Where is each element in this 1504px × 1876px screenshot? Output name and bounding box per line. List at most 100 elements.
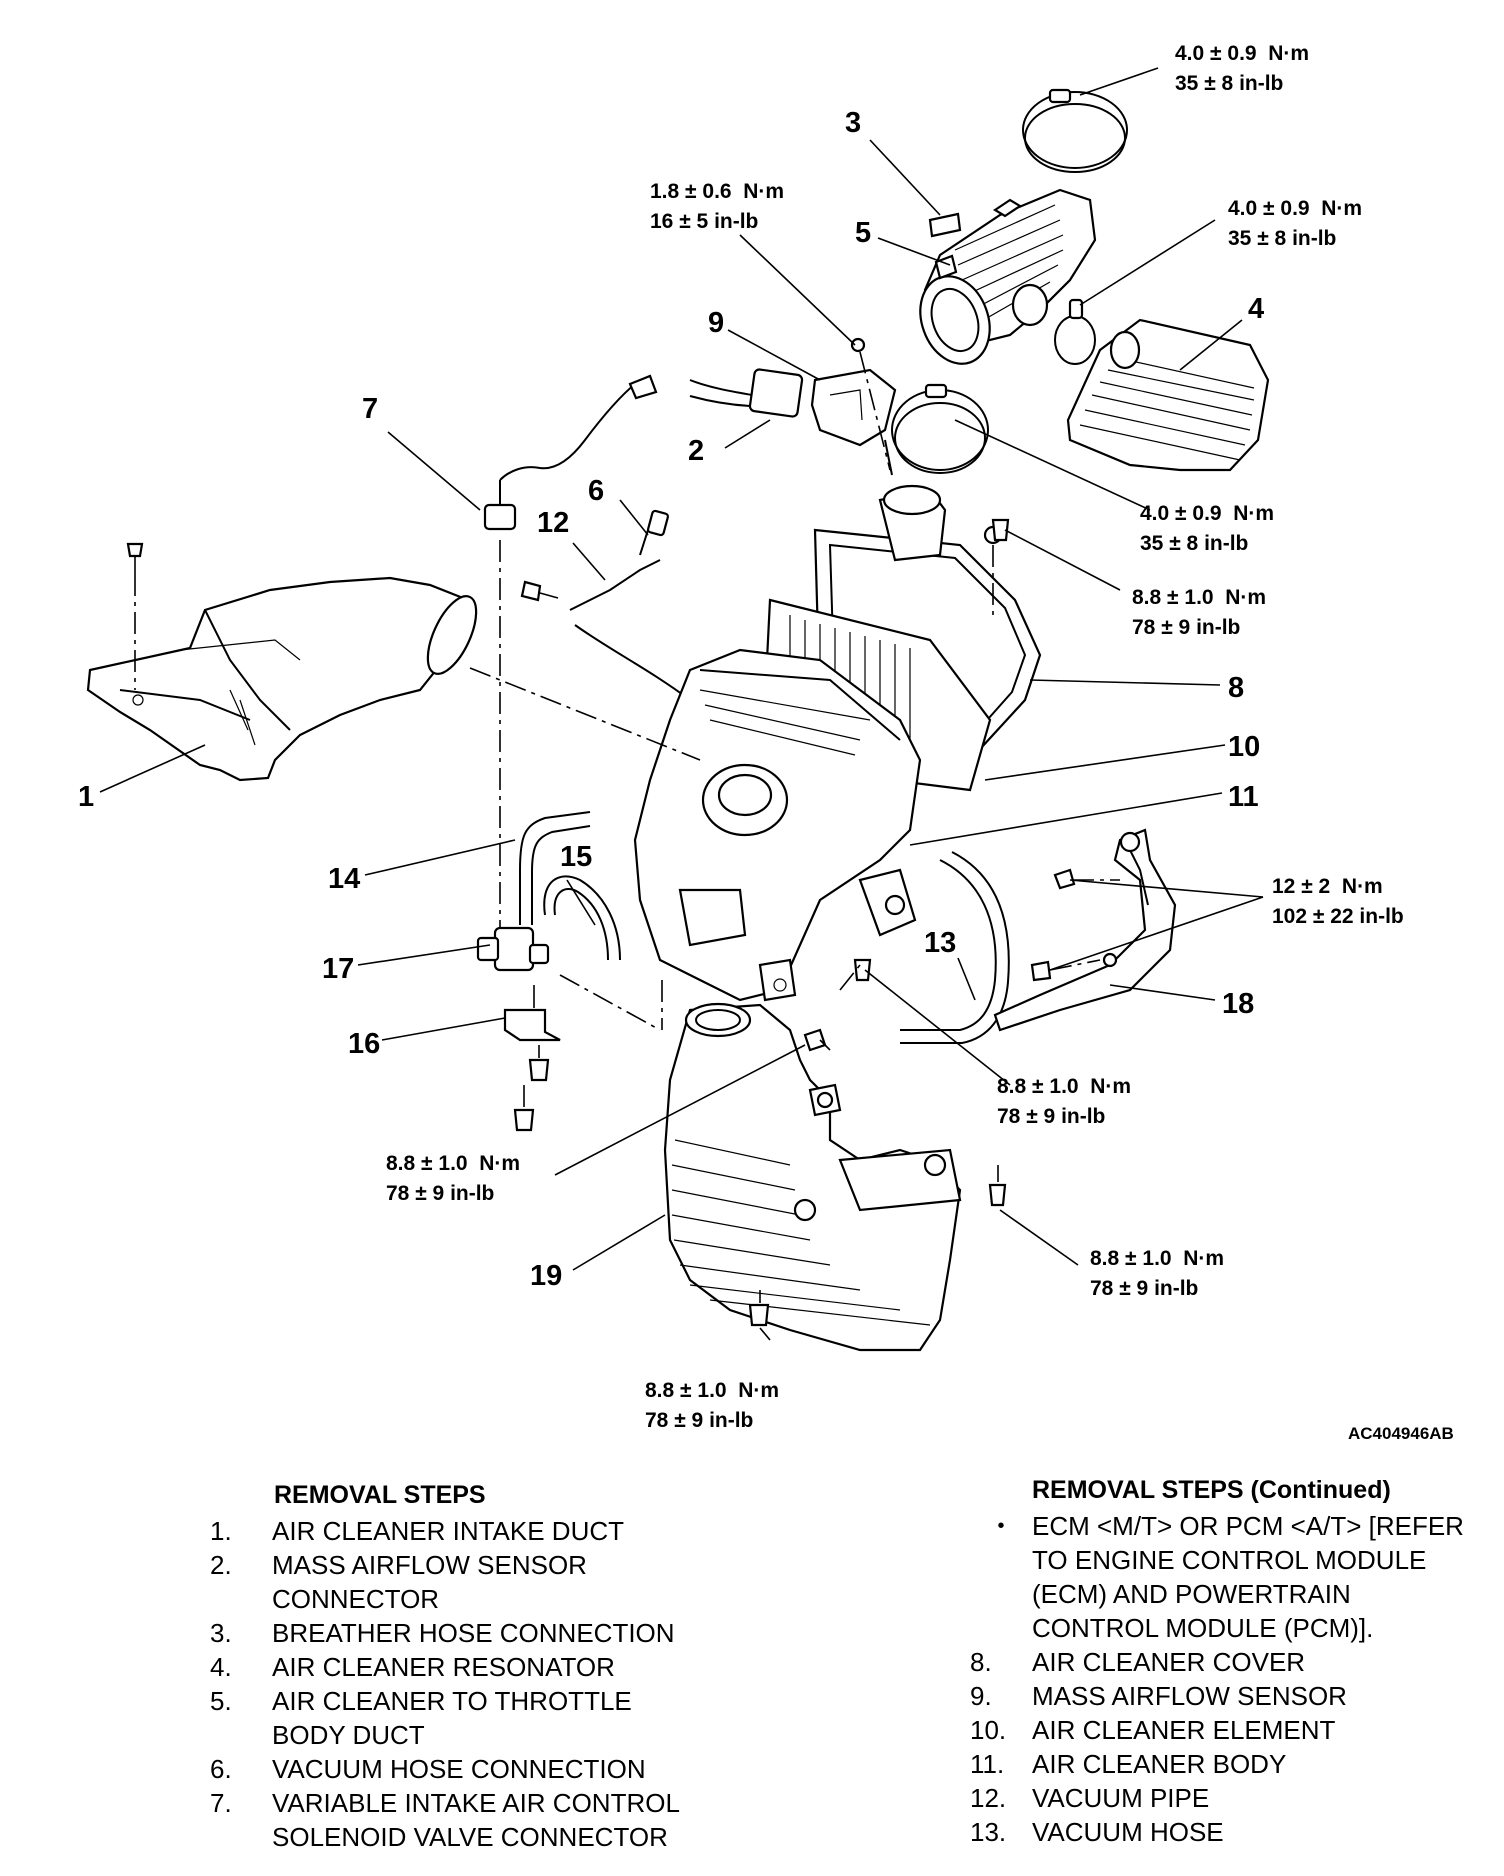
callout-15: 15: [560, 841, 592, 873]
callout-7: 7: [362, 393, 378, 425]
part-drawings: [86, 88, 1270, 1352]
removal-steps-list: 1. AIR CLEANER INTAKE DUCT 2. MASS AIRFLOW…: [210, 1514, 712, 1854]
step-number: 10.: [970, 1715, 1007, 1745]
step-number: 11.: [970, 1749, 1005, 1779]
step-text: AIR CLEANER ELEMENT: [1032, 1715, 1336, 1745]
figure-id: AC404946AB: [1348, 1424, 1454, 1440]
step-text: BREATHER HOSE CONNECTION: [272, 1618, 675, 1648]
step-text: VARIABLE INTAKE AIR CONTROL SOLENOID VAL…: [272, 1788, 679, 1852]
removal-steps-continued: REMOVAL STEPS (Continued) • ECM <M/T> OR …: [970, 1473, 1504, 1849]
torque-spec-imperial: 78 ± 9 in-lb: [1090, 1277, 1198, 1300]
step-number: 12.: [970, 1783, 1007, 1813]
removal-steps-continued-list: • ECM <M/T> OR PCM <A/T> [REFER TO ENGINE…: [970, 1509, 1504, 1849]
callout-8: 8: [1228, 672, 1244, 704]
mass-airflow-sensor-drawing: [689, 337, 897, 476]
torque-spec-metric: 12 ± 2 N·m: [1272, 875, 1383, 898]
list-item: 12. VACUUM PIPE: [970, 1781, 1504, 1815]
list-item: 7. VARIABLE INTAKE AIR CONTROL SOLENOID V…: [210, 1786, 712, 1854]
list-item: 10. AIR CLEANER ELEMENT: [970, 1713, 1504, 1747]
step-number: 5.: [210, 1686, 232, 1716]
step-number: 2.: [210, 1550, 232, 1580]
torque-spec-metric: 4.0 ± 0.9 N·m: [1140, 502, 1274, 525]
callout-5: 5: [855, 217, 871, 249]
torque-spec-imperial: 78 ± 9 in-lb: [386, 1182, 494, 1205]
torque-spec-imperial: 78 ± 9 in-lb: [997, 1105, 1105, 1128]
torque-spec-metric: 4.0 ± 0.9 N·m: [1175, 42, 1309, 65]
step-text: VACUUM HOSE: [1032, 1817, 1224, 1847]
step-text: AIR CLEANER RESONATOR: [272, 1652, 615, 1682]
step-number: 6.: [210, 1754, 232, 1784]
step-text: VACUUM PIPE: [1032, 1783, 1210, 1813]
callout-18: 18: [1222, 988, 1254, 1020]
torque-spec-metric: 8.8 ± 1.0 N·m: [386, 1152, 520, 1175]
leader-lines: [99, 67, 1264, 1341]
step-number: 7.: [210, 1788, 232, 1818]
step-text: AIR CLEANER TO THROTTLE BODY DUCT: [272, 1686, 632, 1750]
callout-16: 16: [348, 1028, 380, 1060]
callout-10: 10: [1228, 731, 1260, 763]
removal-steps: REMOVAL STEPS 1. AIR CLEANER INTAKE DUCT …: [210, 1478, 712, 1854]
vacuum-pipe-drawing: [520, 509, 691, 701]
callout-13: 13: [924, 927, 956, 959]
list-item: 5. AIR CLEANER TO THROTTLE BODY DUCT: [210, 1684, 712, 1752]
callout-19: 19: [530, 1260, 562, 1292]
step-number: 3.: [210, 1618, 232, 1648]
callout-11: 11: [1228, 781, 1259, 813]
list-item: 3. BREATHER HOSE CONNECTION: [210, 1616, 712, 1650]
list-item: 13. VACUUM HOSE: [970, 1815, 1504, 1849]
callout-2: 2: [688, 435, 704, 467]
callout-14: 14: [328, 863, 360, 895]
removal-steps-continued-title: REMOVAL STEPS (Continued): [1032, 1476, 1391, 1504]
torque-spec-imperial: 35 ± 8 in-lb: [1228, 227, 1336, 250]
torque-specs: 4.0 ± 0.9 N·m 35 ± 8 in-lb 1.8 ± 0.6 N·m…: [386, 42, 1404, 1432]
step-number: 8.: [970, 1647, 992, 1677]
bracket-drawing: [993, 828, 1177, 1032]
step-text: AIR CLEANER COVER: [1032, 1647, 1306, 1677]
step-text: AIR CLEANER BODY: [1032, 1749, 1287, 1779]
step-number: 4.: [210, 1652, 232, 1682]
list-item: 2. MASS AIRFLOW SENSOR CONNECTOR: [210, 1548, 712, 1616]
torque-spec-imperial: 78 ± 9 in-lb: [1132, 616, 1240, 639]
intake-duct-drawing: [86, 542, 478, 782]
step-number: 1.: [210, 1516, 232, 1546]
bullet-icon: •: [997, 1515, 1005, 1537]
list-item: 1. AIR CLEANER INTAKE DUCT: [210, 1514, 712, 1548]
torque-spec-imperial: 35 ± 8 in-lb: [1140, 532, 1248, 555]
removal-steps-title: REMOVAL STEPS: [274, 1481, 486, 1509]
list-item: • ECM <M/T> OR PCM <A/T> [REFER TO ENGINE…: [970, 1509, 1504, 1645]
torque-spec-metric: 8.8 ± 1.0 N·m: [1132, 586, 1266, 609]
list-item: 9.MASS AIRFLOW SENSOR: [970, 1679, 1504, 1713]
torque-spec-metric: 8.8 ± 1.0 N·m: [1090, 1247, 1224, 1270]
resonator-drawing: [1066, 318, 1270, 472]
air-cleaner-body-drawing: [633, 648, 922, 1002]
callout-12: 12: [537, 507, 569, 539]
step-text: VACUUM HOSE CONNECTION: [272, 1754, 646, 1784]
torque-spec-imperial: 16 ± 5 in-lb: [650, 210, 758, 233]
solenoid-valve-drawing: [476, 374, 658, 1132]
list-item: 6. VACUUM HOSE CONNECTION: [210, 1752, 712, 1786]
throttle-body-duct-drawing: [891, 88, 1128, 474]
callout-9: 9: [708, 307, 724, 339]
step-text: MASS AIRFLOW SENSOR CONNECTOR: [272, 1550, 587, 1614]
step-text: ECM <M/T> OR PCM <A/T> [REFER TO ENGINE …: [1032, 1511, 1464, 1643]
callout-4: 4: [1248, 293, 1264, 325]
torque-spec-metric: 8.8 ± 1.0 N·m: [645, 1379, 779, 1402]
callout-6: 6: [588, 475, 604, 507]
list-item: 11. AIR CLEANER BODY: [970, 1747, 1504, 1781]
torque-spec-metric: 4.0 ± 0.9 N·m: [1228, 197, 1362, 220]
torque-spec-metric: 8.8 ± 1.0 N·m: [997, 1075, 1131, 1098]
torque-spec-imperial: 78 ± 9 in-lb: [645, 1409, 753, 1432]
callout-17: 17: [322, 953, 354, 985]
list-item: 8. AIR CLEANER COVER: [970, 1645, 1504, 1679]
step-text: AIR CLEANER INTAKE DUCT: [272, 1516, 625, 1546]
step-text: MASS AIRFLOW SENSOR: [1032, 1681, 1347, 1711]
vacuum-hose-drawing: [900, 851, 1010, 1044]
list-item: 4. AIR CLEANER RESONATOR: [210, 1650, 712, 1684]
callout-1: 1: [78, 781, 94, 813]
torque-spec-imperial: 102 ± 22 in-lb: [1272, 905, 1404, 928]
callout-3: 3: [845, 107, 861, 139]
assembly-dashes: [469, 518, 1010, 1051]
callout-numbers: 1 2 3 4 5 6 7 8 9 10 11 12 13 14 15 16 1…: [78, 107, 1264, 1292]
torque-spec-imperial: 35 ± 8 in-lb: [1175, 72, 1283, 95]
step-number: 13.: [970, 1817, 1007, 1847]
